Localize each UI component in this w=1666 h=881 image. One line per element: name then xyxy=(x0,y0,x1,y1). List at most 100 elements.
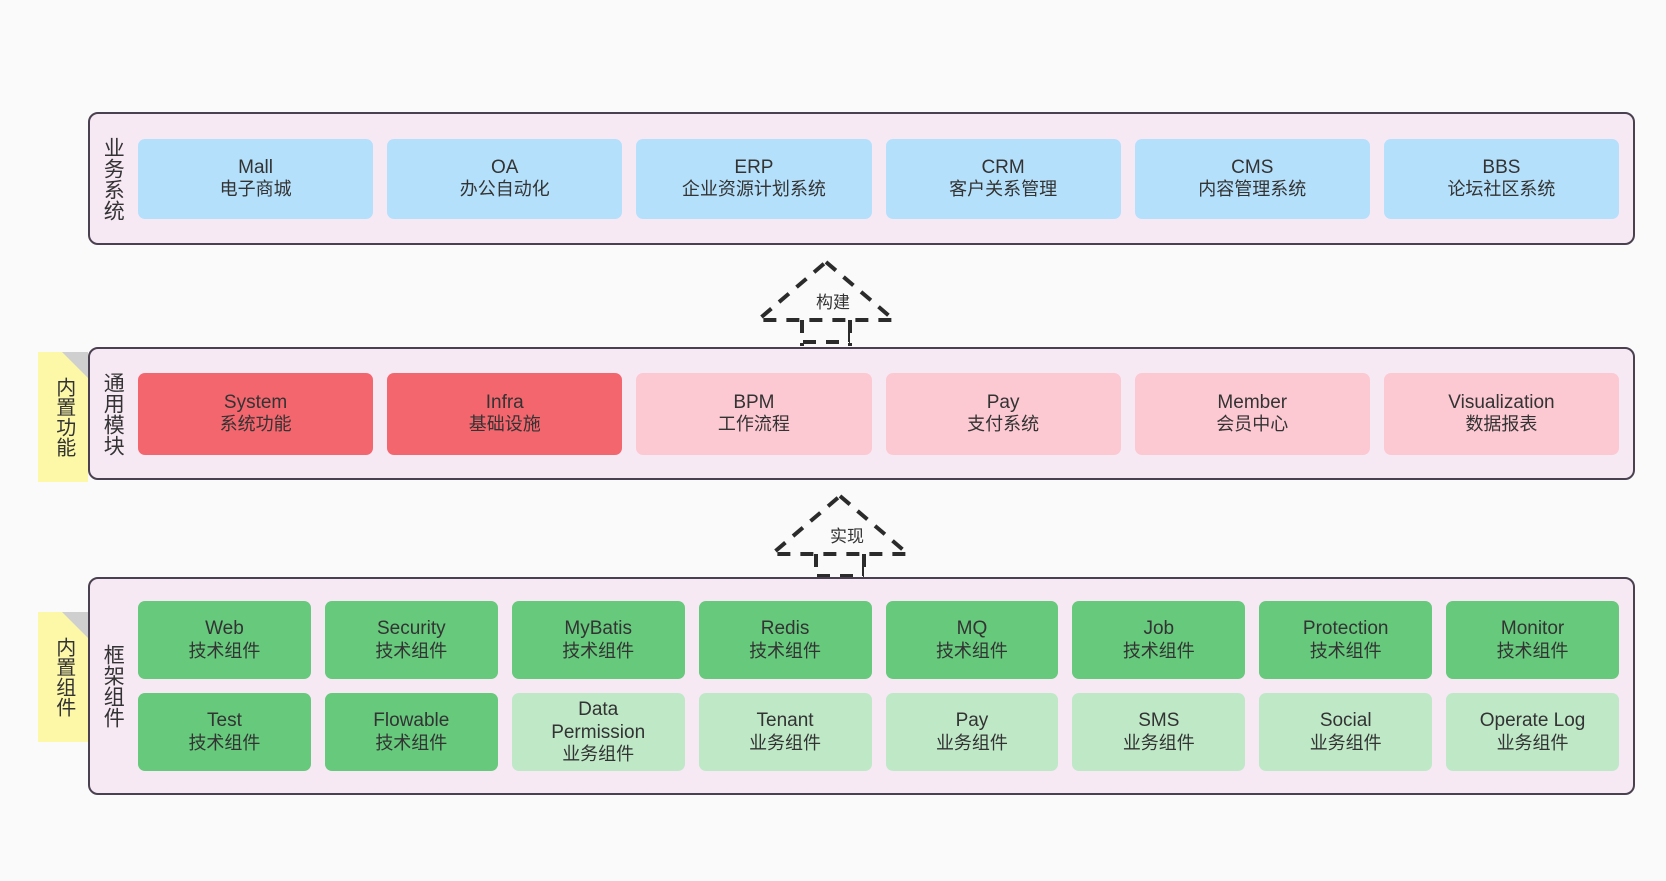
card-mq[interactable]: MQ 技术组件 xyxy=(885,601,1059,679)
card-system-subtitle: 系统功能 xyxy=(219,414,292,435)
card-monitor-subtitle: 技术组件 xyxy=(1496,640,1569,661)
card-erp-subtitle: 企业资源计划系统 xyxy=(681,179,826,200)
card-flowable[interactable]: Flowable 技术组件 xyxy=(324,693,498,771)
layer-framework-components-label: 框架组件 xyxy=(101,644,125,728)
card-tenant-subtitle: 业务组件 xyxy=(749,732,822,753)
card-system-title: System xyxy=(223,391,288,413)
connector-build-tail-shape xyxy=(802,320,850,344)
note-fold-corner-icon xyxy=(62,612,88,638)
card-system[interactable]: System 系统功能 xyxy=(138,372,374,455)
card-pay-module[interactable]: Pay 支付系统 xyxy=(885,372,1121,455)
card-oa-subtitle: 办公自动化 xyxy=(459,179,550,200)
card-monitor-title: Monitor xyxy=(1500,618,1565,640)
card-web[interactable]: Web 技术组件 xyxy=(138,601,311,679)
card-bpm-title: BPM xyxy=(733,391,775,413)
card-protection-subtitle: 技术组件 xyxy=(1309,640,1382,661)
card-infra-title: Infra xyxy=(485,391,524,413)
connector-build-tail xyxy=(802,320,850,344)
note-builtin-component-text: 内置组件 xyxy=(52,637,75,717)
layer-business-system-label: 业务系统 xyxy=(101,136,125,221)
card-pay-module-subtitle: 支付系统 xyxy=(967,414,1040,435)
connector-implement-tail xyxy=(816,554,864,578)
card-cms-subtitle: 内容管理系统 xyxy=(1198,179,1307,200)
card-security-title: Security xyxy=(376,618,446,640)
card-flowable-title: Flowable xyxy=(373,710,450,732)
card-redis-title: Redis xyxy=(760,618,810,640)
layer-common-modules: 通用模块 System 系统功能 Infra 基础设施 BPM 工作流程 Pay xyxy=(88,347,1635,480)
card-test-title: Test xyxy=(207,710,242,732)
card-mq-subtitle: 技术组件 xyxy=(935,640,1008,661)
card-sms[interactable]: SMS 业务组件 xyxy=(1072,693,1246,771)
card-protection[interactable]: Protection 技术组件 xyxy=(1259,601,1433,679)
card-infra-subtitle: 基础设施 xyxy=(468,414,541,435)
card-redis[interactable]: Redis 技术组件 xyxy=(698,601,872,679)
card-cms-title: CMS xyxy=(1231,156,1274,178)
card-bbs-subtitle: 论坛社区系统 xyxy=(1447,179,1556,200)
card-flowable-subtitle: 技术组件 xyxy=(375,732,448,753)
card-mybatis[interactable]: MyBatis 技术组件 xyxy=(511,601,685,679)
card-operate-log[interactable]: Operate Log 业务组件 xyxy=(1446,693,1619,771)
card-cms[interactable]: CMS 内容管理系统 xyxy=(1134,138,1370,219)
card-job-title: Job xyxy=(1143,618,1175,640)
card-mall-subtitle: 电子商城 xyxy=(219,179,292,200)
card-erp[interactable]: ERP 企业资源计划系统 xyxy=(636,138,872,219)
card-tenant[interactable]: Tenant 业务组件 xyxy=(698,693,872,771)
card-oa-title: OA xyxy=(491,156,519,178)
card-bbs-title: BBS xyxy=(1482,156,1521,178)
card-mybatis-title: MyBatis xyxy=(564,618,632,640)
card-bpm[interactable]: BPM 工作流程 xyxy=(636,372,872,455)
card-member-title: Member xyxy=(1217,391,1288,413)
card-visualization[interactable]: Visualization 数据报表 xyxy=(1383,372,1620,455)
connector-build-label: 构建 xyxy=(816,293,850,312)
card-operate-log-subtitle: 业务组件 xyxy=(1496,732,1569,753)
card-protection-title: Protection xyxy=(1302,618,1389,640)
connector-implement-label: 实现 xyxy=(830,527,864,546)
layer-common-modules-label: 通用模块 xyxy=(101,371,125,456)
card-social[interactable]: Social 业务组件 xyxy=(1259,693,1433,771)
card-pay-component[interactable]: Pay 业务组件 xyxy=(885,693,1059,771)
framework-biz-row: Test 技术组件 Flowable 技术组件 Data Permission … xyxy=(138,693,1619,771)
card-social-title: Social xyxy=(1319,710,1372,732)
card-crm-title: CRM xyxy=(981,156,1025,178)
card-erp-title: ERP xyxy=(734,156,774,178)
card-sms-title: SMS xyxy=(1138,710,1180,732)
card-mall[interactable]: Mall 电子商城 xyxy=(138,138,374,219)
card-data-permission-subtitle: 业务组件 xyxy=(562,744,635,765)
card-visualization-title: Visualization xyxy=(1448,391,1555,413)
card-operate-log-title: Operate Log xyxy=(1479,710,1586,732)
note-builtin-function: 内置功能 xyxy=(38,352,88,482)
layer-business-system: 业务系统 Mall 电子商城 OA 办公自动化 ERP 企业资源计划系统 CRM xyxy=(88,112,1635,245)
card-member-subtitle: 会员中心 xyxy=(1216,414,1289,435)
card-data-permission-title2: Permission xyxy=(551,722,646,744)
card-bbs[interactable]: BBS 论坛社区系统 xyxy=(1383,138,1620,219)
layer-common-modules-body: System 系统功能 Infra 基础设施 BPM 工作流程 Pay 支付系统… xyxy=(134,349,1633,478)
card-security-subtitle: 技术组件 xyxy=(375,640,448,661)
card-job[interactable]: Job 技术组件 xyxy=(1072,601,1246,679)
card-security[interactable]: Security 技术组件 xyxy=(324,601,498,679)
card-crm[interactable]: CRM 客户关系管理 xyxy=(885,138,1121,219)
note-builtin-function-text: 内置功能 xyxy=(52,377,75,457)
framework-tech-row: Web 技术组件 Security 技术组件 MyBatis 技术组件 Redi… xyxy=(138,601,1619,679)
card-mall-title: Mall xyxy=(238,156,273,178)
card-member[interactable]: Member 会员中心 xyxy=(1134,372,1370,455)
card-pay-component-title: Pay xyxy=(955,710,989,732)
layer-business-system-body: Mall 电子商城 OA 办公自动化 ERP 企业资源计划系统 CRM 客户关系… xyxy=(134,114,1633,243)
card-data-permission-title: Data xyxy=(578,698,619,720)
card-test-subtitle: 技术组件 xyxy=(188,732,261,753)
card-mybatis-subtitle: 技术组件 xyxy=(562,640,635,661)
card-infra[interactable]: Infra 基础设施 xyxy=(387,372,623,455)
card-visualization-subtitle: 数据报表 xyxy=(1465,414,1538,435)
business-card-row: Mall 电子商城 OA 办公自动化 ERP 企业资源计划系统 CRM 客户关系… xyxy=(138,138,1620,219)
card-monitor[interactable]: Monitor 技术组件 xyxy=(1446,601,1619,679)
card-crm-subtitle: 客户关系管理 xyxy=(949,179,1058,200)
card-oa[interactable]: OA 办公自动化 xyxy=(387,138,623,219)
card-pay-module-title: Pay xyxy=(986,391,1020,413)
card-social-subtitle: 业务组件 xyxy=(1309,732,1382,753)
connector-implement-tail-shape xyxy=(816,554,864,578)
card-data-permission[interactable]: Data Permission 业务组件 xyxy=(511,693,685,771)
card-sms-subtitle: 业务组件 xyxy=(1122,732,1195,753)
card-redis-subtitle: 技术组件 xyxy=(749,640,822,661)
card-job-subtitle: 技术组件 xyxy=(1122,640,1195,661)
card-test[interactable]: Test 技术组件 xyxy=(138,693,311,771)
